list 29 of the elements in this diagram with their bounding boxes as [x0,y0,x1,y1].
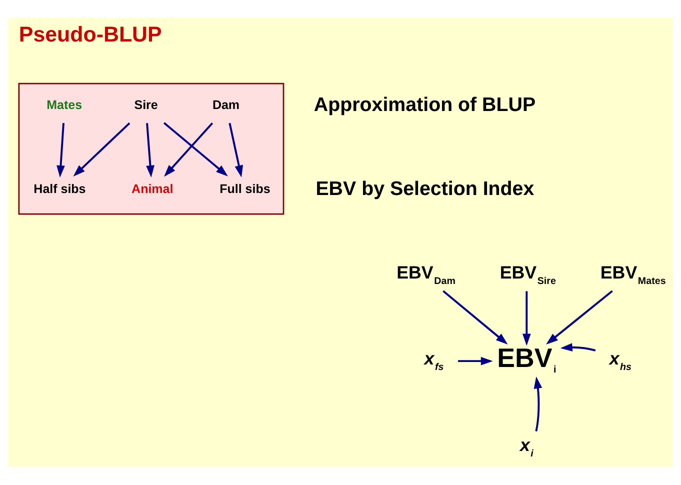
node-text: x$_{i}$ [520,434,534,460]
arrow [228,122,244,178]
arrow [546,290,613,345]
cluster [18,82,284,215]
arrow [164,122,228,176]
arrow [146,123,154,178]
node-text: Full sibs [220,182,270,196]
arrow [458,356,493,366]
node-text: Animal [132,182,174,196]
diagram-title: Pseudo-BLUP [18,22,162,46]
node-text: Mates [46,98,82,112]
node-text: EBV$_{Mates}$ [600,262,666,287]
node-text: Sire [134,98,158,112]
node-text: x$_{hs}$ [609,348,632,374]
node-text: x$_{fs}$ [424,348,444,374]
arrow [164,122,214,177]
node-text: EBV$_{i}$ [497,342,556,376]
label: EBV by Selection Index [316,178,534,200]
node-text: Half sibs [34,182,86,196]
arrow [534,376,542,432]
arrow [560,343,596,352]
arrow [522,291,531,346]
node-text: EBV$_{Sire}$ [500,262,556,287]
label: Approximation of BLUP [314,94,536,116]
node-text: Dam [212,98,240,112]
arrow [56,123,65,178]
arrow [442,290,508,345]
node-text: EBV$_{Dam}$ [396,262,456,287]
arrow [73,122,130,177]
